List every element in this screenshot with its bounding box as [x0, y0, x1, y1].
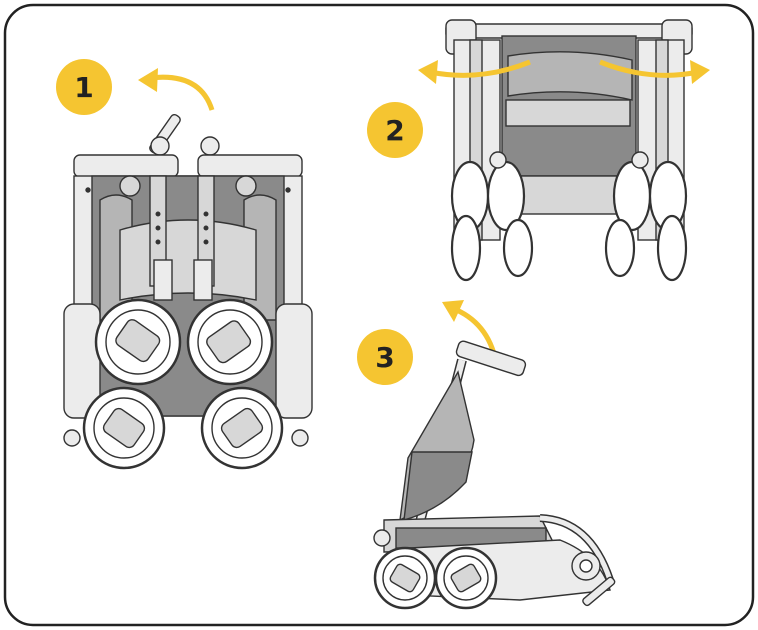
step-2-badge: 2	[367, 102, 423, 158]
step-1-arrow-icon	[138, 68, 215, 111]
step-1-badge: 1	[56, 59, 112, 115]
step-2-right-arrow-icon	[599, 59, 710, 84]
step-3-group: 3	[357, 300, 616, 610]
step-2-left-arrow-icon	[418, 59, 531, 84]
step-2-number: 2	[385, 114, 404, 147]
stroller-unfolding-illustration	[445, 19, 693, 282]
step-3-number: 3	[375, 341, 394, 374]
step-2-group: 2	[367, 19, 710, 282]
step-3-badge: 3	[357, 329, 413, 385]
step-1-number: 1	[74, 71, 93, 104]
stroller-side-view-illustration	[373, 340, 616, 610]
step-1-group: 1	[56, 59, 313, 470]
folded-stroller-illustration	[63, 113, 313, 470]
